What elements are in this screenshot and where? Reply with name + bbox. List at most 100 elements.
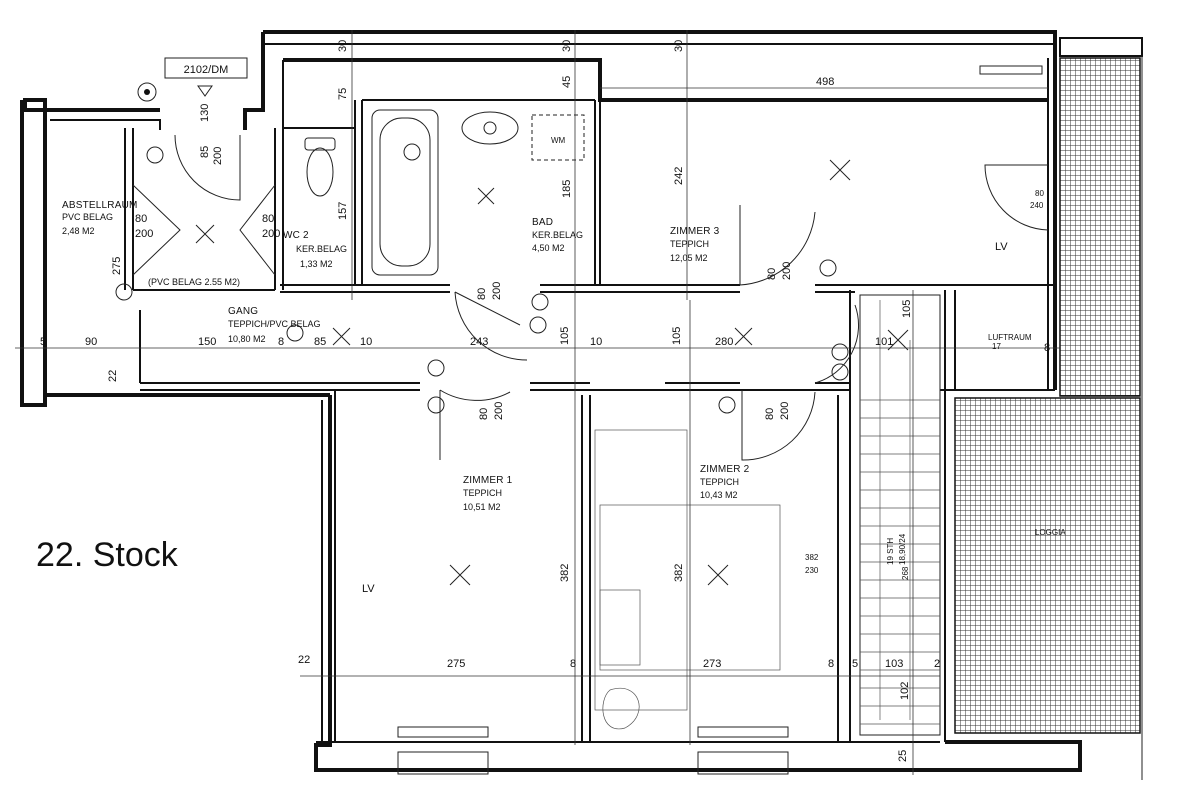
wc-name: WC 2	[283, 230, 309, 241]
zimmer3-floor: TEPPICH	[670, 239, 709, 249]
dim-498: 498	[816, 76, 834, 88]
zimmer2-floor: TEPPICH	[700, 477, 739, 487]
dim-200d: 200	[491, 282, 503, 300]
dim-8c: 8	[570, 658, 576, 670]
zimmer1-floor: TEPPICH	[463, 488, 502, 498]
dim-75: 75	[337, 88, 349, 100]
dim-80g: 80	[764, 408, 776, 420]
room-zimmer2: ZIMMER 2 TEPPICH 10,43 M2	[700, 464, 750, 500]
dim-185: 185	[561, 180, 573, 198]
zimmer1-area: 10,51 M2	[463, 502, 501, 512]
lv-label-zimmer1: LV	[362, 583, 375, 595]
dim-200c: 200	[262, 228, 280, 240]
bad-name: BAD	[532, 217, 553, 228]
apartment-tag: 2102/DM	[137, 57, 248, 102]
dim-8a: 8	[278, 336, 284, 348]
room-center-marks	[195, 159, 909, 586]
dim-200b: 200	[135, 228, 153, 240]
dim-5b: 5	[852, 658, 858, 670]
bathroom-fixtures	[304, 109, 585, 276]
dim-8d: 8	[828, 658, 834, 670]
dim-25: 25	[897, 750, 909, 762]
dim-382a: 382	[559, 564, 571, 582]
dim-80d: 80	[1035, 189, 1044, 198]
wc-area: 1,33 M2	[300, 259, 333, 269]
dim-242: 242	[673, 167, 685, 185]
dim-105c: 105	[901, 300, 913, 318]
dim-17: 17	[992, 342, 1001, 351]
dim-105a: 105	[559, 327, 571, 345]
gang-floor: TEPPICH/PVC BELAG	[228, 319, 321, 329]
dim-90: 90	[85, 336, 97, 348]
zimmer2-name: ZIMMER 2	[700, 464, 750, 475]
staircase	[859, 294, 941, 736]
abstellraum-area: 2,48 M2	[62, 226, 95, 236]
dim-105b: 105	[671, 327, 683, 345]
dim-101: 101	[875, 336, 893, 348]
dim-150: 150	[198, 336, 216, 348]
dim-80c: 80	[476, 288, 488, 300]
stairs-dim-label: 18,90/24	[898, 533, 907, 565]
furniture	[594, 429, 781, 730]
dim-243: 243	[470, 336, 488, 348]
dim-2: 2	[934, 658, 940, 670]
dim-268: 268	[901, 566, 910, 580]
dim-382b: 382	[673, 564, 685, 582]
abstellraum-floor: PVC BELAG	[62, 212, 113, 222]
dim-30b: 30	[561, 40, 573, 52]
dimension-lines	[15, 30, 1060, 775]
abstellraum-name: ABSTELLRAUM	[62, 200, 138, 211]
dim-200a: 200	[212, 147, 224, 165]
dim-157: 157	[337, 202, 349, 220]
dim-280: 280	[715, 336, 733, 348]
doors	[132, 134, 1049, 461]
dim-273: 273	[703, 658, 721, 670]
dim-22a: 22	[107, 370, 119, 382]
tag-text: 2102/DM	[184, 64, 229, 76]
stairs-label: 19 STH	[886, 538, 895, 565]
zimmer2-area: 10,43 M2	[700, 490, 738, 500]
dim-275: 275	[447, 658, 465, 670]
dim-30a: 30	[337, 40, 349, 52]
dim-200g: 200	[779, 402, 791, 420]
dim-80b: 80	[262, 213, 274, 225]
dim-10a: 10	[360, 336, 372, 348]
dim-102: 102	[899, 682, 911, 700]
zimmer1-name: ZIMMER 1	[463, 475, 513, 486]
dim-10b: 10	[590, 336, 602, 348]
loggia-hatch-bottom	[954, 397, 1141, 734]
dim-85b: 85	[314, 336, 326, 348]
dim-85a: 85	[199, 146, 211, 158]
dim-45: 45	[561, 76, 573, 88]
dim-80a: 80	[135, 213, 147, 225]
dim-240: 240	[1030, 201, 1044, 210]
room-gang: GANG TEPPICH/PVC BELAG 10,80 M2 (PVC BEL…	[148, 277, 321, 344]
dim-200f: 200	[493, 402, 505, 420]
dim-103: 103	[885, 658, 903, 670]
room-zimmer3: ZIMMER 3 TEPPICH 12,05 M2	[670, 226, 719, 263]
room-abstellraum: ABSTELLRAUM PVC BELAG 2,48 M2	[62, 200, 138, 236]
loggia-parapet	[1059, 37, 1143, 57]
gang-pvc: (PVC BELAG 2.55 M2)	[148, 277, 240, 287]
room-wc: WC 2 KER.BELAG 1,33 M2	[283, 230, 347, 269]
windows	[397, 65, 1043, 775]
room-zimmer1: ZIMMER 1 TEPPICH 10,51 M2	[463, 475, 513, 512]
dim-275v: 275	[111, 257, 123, 275]
dim-5: 5	[40, 336, 46, 348]
dim-230: 230	[805, 566, 819, 575]
dim-8b: 8	[1044, 342, 1050, 354]
dim-130: 130	[199, 104, 211, 122]
interior-walls	[124, 58, 1048, 742]
luftraum-label: LUFTRAUM	[988, 333, 1032, 342]
gang-area: 10,80 M2	[228, 334, 266, 344]
bad-area: 4,50 M2	[532, 243, 565, 253]
story-label: 22. Stock	[36, 536, 178, 574]
dimension-texts: 30 30 30 498 75 45 130 85 200 157 185 24…	[40, 40, 1050, 762]
room-bad: BAD KER.BELAG 4,50 M2	[532, 217, 583, 253]
light-symbols	[115, 146, 849, 414]
loggia-label: LOGGIA	[1035, 528, 1066, 537]
dim-80f: 80	[478, 408, 490, 420]
dim-382c: 382	[805, 553, 819, 562]
dim-22b: 22	[298, 654, 310, 666]
